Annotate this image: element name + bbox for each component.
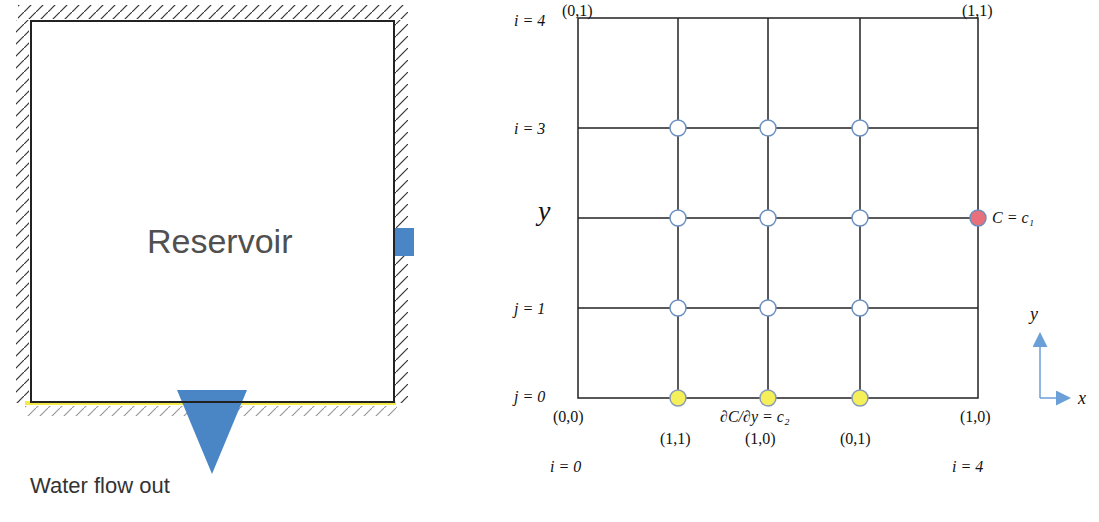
point-coord: (0,1) (840, 430, 871, 448)
column-index: i = 0 (550, 458, 581, 476)
reservoir-label: Reservoir (147, 222, 292, 261)
corner-coord: (0,0) (553, 408, 584, 426)
interior-point (670, 120, 686, 136)
corner-coord: (0,1) (562, 2, 593, 20)
interior-point (852, 300, 868, 316)
corner-coord: (1,0) (960, 408, 991, 426)
wall-hatch (16, 20, 29, 403)
interior-point (852, 210, 868, 226)
dirichlet-point (970, 210, 986, 226)
axis-label: y (1030, 305, 1038, 325)
boundary-condition: C = c₁ (992, 209, 1034, 227)
column-index: i = 4 (952, 458, 983, 476)
interior-point (852, 120, 868, 136)
interior-point (760, 300, 776, 316)
corner-coord: (1,1) (962, 2, 993, 20)
row-index: i = 3 (514, 120, 545, 138)
interior-point (760, 120, 776, 136)
reservoir-box: Reservoir (30, 20, 395, 403)
neumann-point (852, 390, 868, 406)
axis-label: x (1078, 389, 1086, 409)
outflow-arrow (209, 410, 216, 432)
row-index: j = 0 (514, 388, 545, 406)
point-coord: (1,1) (660, 430, 691, 448)
point-coord: (1,0) (745, 430, 776, 448)
interior-point (670, 210, 686, 226)
interior-point (760, 210, 776, 226)
neumann-point (670, 390, 686, 406)
wall-hatch (395, 20, 408, 403)
axis-label: y (538, 196, 550, 227)
axis-arrow (1040, 397, 1068, 399)
boundary-condition: ∂C/∂y = c₂ (718, 408, 792, 426)
wall-hatch (18, 5, 408, 19)
axis-arrow (1039, 335, 1041, 398)
inflow-source (394, 228, 414, 256)
outflow-label: Water flow out (30, 474, 170, 498)
interior-point (670, 300, 686, 316)
grid (578, 18, 978, 398)
neumann-point (760, 390, 776, 406)
grid-points (670, 120, 986, 406)
row-index: i = 4 (514, 12, 545, 30)
row-index: j = 1 (514, 300, 545, 318)
